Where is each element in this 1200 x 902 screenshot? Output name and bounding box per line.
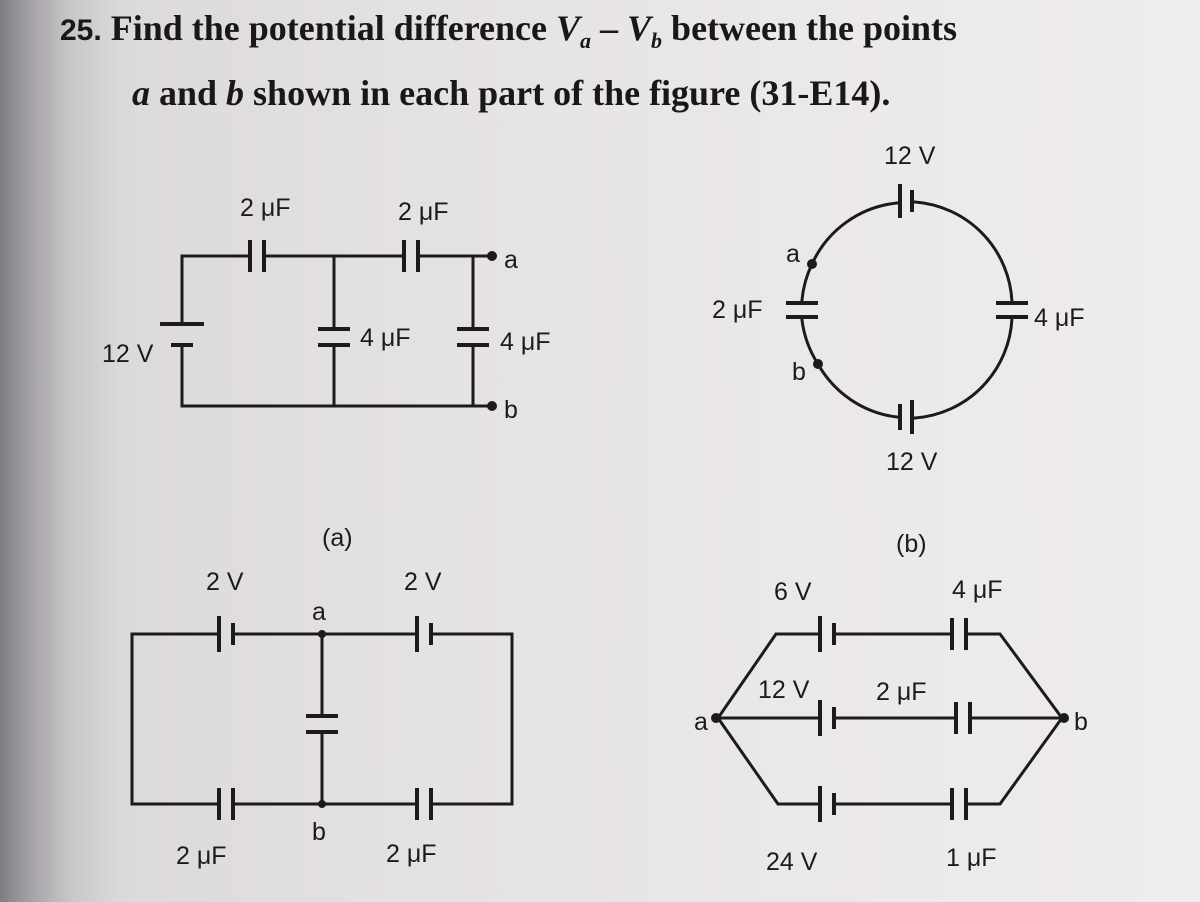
fig-b-cap-left-label: 2 μF (712, 296, 763, 324)
va-subscript: a (580, 28, 592, 54)
fig-b-wire-bottom-right (913, 316, 1014, 420)
fig-b-cap-right-label: 4 μF (1034, 304, 1085, 332)
fig-b-wire-bottom-left (815, 361, 899, 419)
problem-text-3: and (150, 73, 227, 114)
fig-a-left-bottom-wire (180, 254, 492, 408)
va-symbol: V (556, 8, 581, 48)
problem-statement: 25. Find the potential difference Va – V… (60, 2, 1190, 119)
fig-a-cap-left-label: 2 μF (240, 194, 291, 222)
fig-b-point-a-label: a (786, 240, 800, 268)
figure-b: 12 V 12 V 2 μF 4 μF a b (b) (712, 142, 1085, 558)
fig-c-point-b-label: b (312, 818, 326, 846)
vb-subscript: b (651, 28, 663, 54)
fig-c-battery-left-label: 2 V (206, 568, 244, 596)
fig-d-terminal-b (1059, 713, 1069, 723)
figure-c: 2 V 2 V a b 2 μF 2 μF (130, 568, 514, 870)
fig-c-cap-bottom-right-label: 2 μF (386, 840, 437, 868)
fig-b-point-b-label: b (792, 358, 806, 386)
fig-d-point-a-label: a (694, 708, 708, 736)
fig-c-node-b (318, 800, 326, 808)
fig-d-cap-mid-label: 2 μF (876, 678, 927, 706)
problem-text-4: shown in each part of the figure (31-E14… (244, 73, 891, 114)
fig-d-cap-bottom-label: 1 μF (946, 844, 997, 872)
fig-a-terminal-a (487, 251, 497, 261)
fig-c-point-a-label: a (312, 598, 326, 626)
problem-number: 25. (60, 14, 102, 47)
fig-b-battery-bottom-label: 12 V (886, 448, 938, 476)
fig-a-caption: (a) (322, 524, 353, 552)
fig-d-bottom-branch-wire (715, 715, 1065, 806)
problem-text-1: Find the potential difference (110, 8, 557, 48)
fig-a-cap-mid-label: 4 μF (360, 324, 411, 352)
minus-sign: – (591, 8, 628, 48)
fig-b-terminal-b (813, 359, 823, 369)
fig-d-terminal-a (711, 713, 721, 723)
fig-b-wire-top-left (810, 201, 899, 266)
fig-d-top-branch-wire (715, 632, 1065, 721)
vb-symbol: V (627, 8, 652, 48)
fig-d-point-b-label: b (1074, 708, 1088, 736)
fig-a-cap-right-label: 2 μF (398, 198, 449, 226)
problem-line-1: 25. Find the potential difference Va – V… (60, 2, 1190, 67)
point-a-symbol: a (132, 73, 150, 114)
fig-b-caption: (b) (896, 530, 927, 558)
fig-a-cap-end-label: 4 μF (500, 328, 551, 356)
fig-d-cap-top-label: 4 μF (952, 576, 1003, 604)
fig-c-node-a (318, 630, 326, 638)
fig-b-wire-left-upper (800, 261, 815, 302)
fig-c-battery-right-label: 2 V (404, 568, 442, 596)
fig-a-point-b-label: b (504, 396, 518, 424)
fig-b-battery-top-label: 12 V (884, 142, 936, 170)
problem-text-2: between the points (662, 8, 958, 48)
fig-b-terminal-a (807, 259, 817, 269)
fig-d-battery-top-label: 6 V (774, 578, 812, 606)
point-b-symbol: b (226, 73, 245, 114)
figure-a: 2 μF 2 μF 12 V 4 μF 4 μF a b (a) (102, 194, 551, 552)
fig-c-cap-bottom-left-label: 2 μF (176, 842, 227, 870)
figure-d: 6 V 12 V 24 V 4 μF 2 μF 1 μF a b (694, 576, 1088, 876)
fig-a-battery-label: 12 V (102, 340, 154, 368)
problem-line-2: a and b shown in each part of the figure… (60, 67, 1190, 119)
fig-d-battery-bottom-label: 24 V (766, 848, 818, 876)
fig-a-terminal-b (487, 401, 497, 411)
fig-d-battery-mid-label: 12 V (758, 676, 810, 704)
fig-a-point-a-label: a (504, 246, 518, 274)
fig-b-wire-top-right (913, 200, 1014, 304)
